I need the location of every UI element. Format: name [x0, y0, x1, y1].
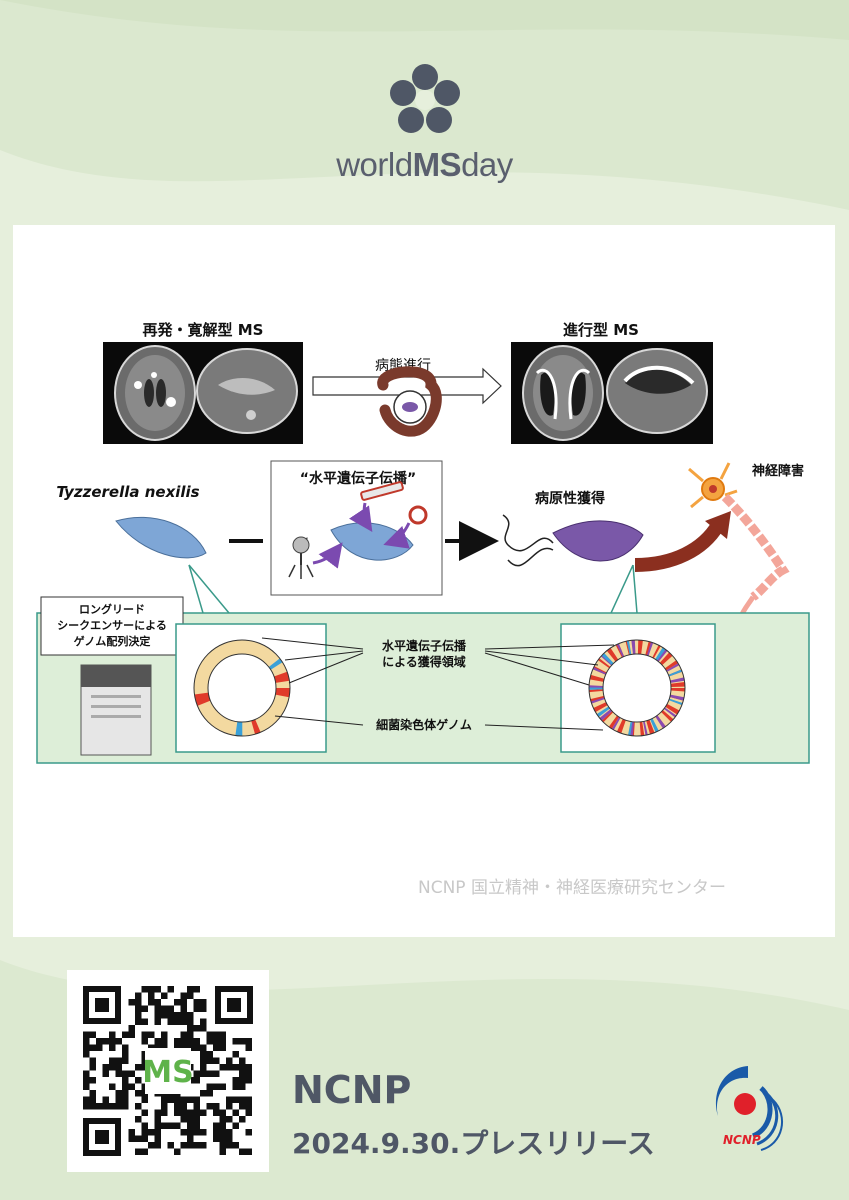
- bacterium-original-icon: [115, 517, 207, 559]
- logo-text: worldMSday: [336, 146, 513, 183]
- org-name: NCNP: [292, 1068, 412, 1112]
- rrms-label: 再発・寛解型 MS: [143, 321, 264, 339]
- sequencer-label-line3: ゲノム配列決定: [74, 634, 151, 648]
- release-date: 2024.9.30.プレスリリース: [292, 1127, 655, 1160]
- ncnp-logo-text: NCNP: [723, 1133, 761, 1147]
- progression-arrow: [312, 367, 502, 405]
- credit-text: NCNP 国立精神・神経医療研究センター: [418, 878, 726, 898]
- neuro-label: 神経障害: [752, 463, 804, 479]
- world-ms-day-logo: worldMSday: [0, 60, 849, 184]
- hgt-label: “水平遺伝子伝播”: [300, 470, 416, 487]
- sequencer-label-line2: シークエンサーによる: [57, 619, 167, 632]
- sequencer-machine-icon: [80, 664, 152, 756]
- acquired-region-label-line1: 水平遺伝子伝播: [382, 638, 467, 653]
- pathogenic-label: 病原性獲得: [535, 490, 605, 507]
- pointer-lines: [261, 637, 615, 731]
- sequencer-label-line1: ロングリード: [79, 602, 145, 616]
- sequencer-label-box: [40, 596, 184, 656]
- hgt-illustration: [288, 481, 428, 579]
- figure-diagram: 再発・寛解型 MS 進行型 MS: [36, 321, 810, 764]
- progressive-ms-label: 進行型 MS: [563, 321, 639, 339]
- qr-center-text: MS: [142, 1055, 193, 1090]
- intestine-icon: [377, 366, 442, 437]
- acquired-region-label-line2: による獲得領域: [382, 654, 466, 669]
- qr-code[interactable]: MS: [67, 970, 269, 1172]
- species-label: Tyzzerella nexilis: [56, 483, 199, 501]
- flagella-icon: [502, 514, 554, 552]
- ncnp-logo-icon: NCNP: [716, 1066, 783, 1151]
- bacterium-pathogenic-icon: [552, 520, 644, 562]
- arrow-to-neuro: [634, 521, 725, 572]
- flower-logo-icon: [389, 64, 460, 133]
- genome-ring-original: [193, 639, 291, 737]
- genome-ring-pathogenic: [588, 639, 686, 737]
- qr-code-image: MS: [83, 986, 253, 1156]
- rrms-mri-image: [103, 342, 303, 444]
- figure-panel: 再発・寛解型 MS 進行型 MS: [13, 225, 835, 937]
- progressive-mri-image: [511, 342, 713, 444]
- chromosome-label: 細菌染色体ゲノム: [376, 717, 472, 732]
